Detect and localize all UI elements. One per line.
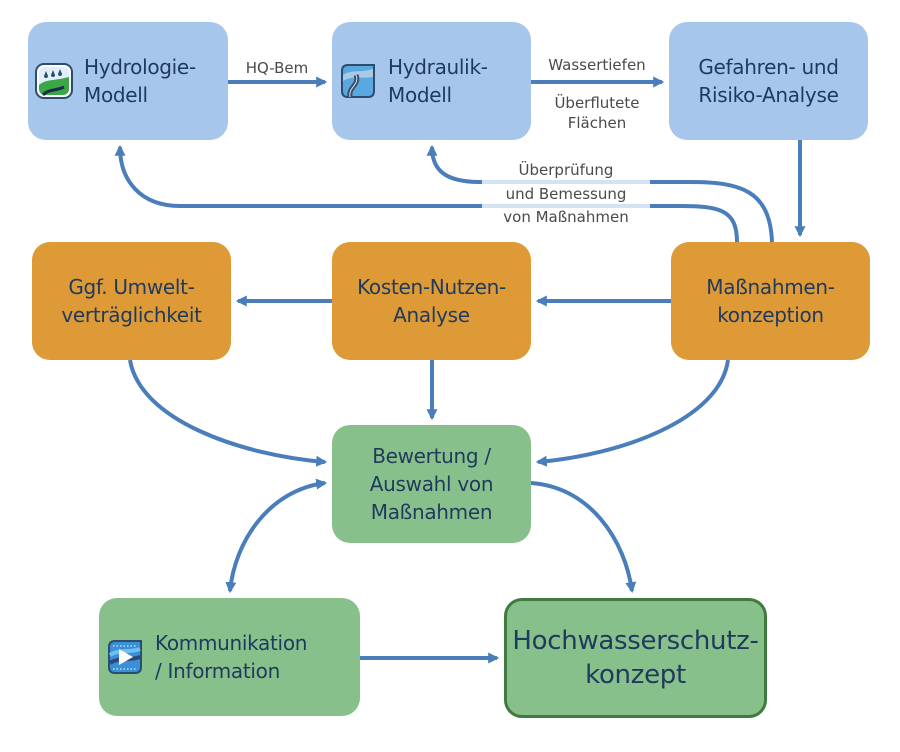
box-hydraulik-modell[interactable]: Hydraulik- Modell xyxy=(332,22,531,140)
label-flaechen: Flächen xyxy=(567,114,627,132)
kommunikation-line2: / Information xyxy=(155,659,280,683)
umwelt-line1: Ggf. Umwelt- xyxy=(68,275,195,299)
massnahmen-line2: konzeption xyxy=(717,303,824,327)
label-ueberflutete: Überflutete xyxy=(554,94,640,112)
hochwasser-line1: Hochwasserschutz- xyxy=(512,626,759,656)
arrow-bewertung-to-hochwasser xyxy=(530,481,637,594)
bewertung-line1: Bewertung / xyxy=(372,444,491,468)
hydrologie-line1: Hydrologie- xyxy=(84,55,196,79)
hydraulik-line2: Modell xyxy=(388,83,452,107)
arrow-massnahmen-to-bewertung xyxy=(535,359,730,467)
arrow-bewertung-kommunikation xyxy=(225,478,328,594)
label-und-bemessung: und Bemessung xyxy=(505,185,627,203)
bewertung-line2: Auswahl von xyxy=(369,472,494,496)
label-ueberpruefung: Überprüfung xyxy=(518,161,614,179)
box-hydrologie-modell[interactable]: Hydrologie- Modell xyxy=(28,22,228,140)
arrow-massnahmen-to-hydraulik xyxy=(426,144,774,243)
hydraulics-river-icon xyxy=(341,64,375,98)
hydraulik-line1: Hydraulik- xyxy=(388,55,488,79)
label-von-massnahmen: von Maßnahmen xyxy=(503,208,629,226)
box-kommunikation-information[interactable]: Kommunikation / Information xyxy=(99,598,360,716)
hydrologie-line2: Modell xyxy=(84,83,148,107)
communication-play-icon xyxy=(108,640,142,674)
label-wassertiefen: Wassertiefen xyxy=(548,56,646,74)
box-gefahren-risiko-analyse[interactable]: Gefahren- und Risiko-Analyse xyxy=(669,22,868,140)
arrow-massnahmen-to-hydrologie xyxy=(114,144,739,243)
umwelt-line2: verträglichkeit xyxy=(61,303,202,327)
box-umweltvertraeglichkeit[interactable]: Ggf. Umwelt- verträglichkeit xyxy=(32,242,231,360)
hochwasser-line2: konzept xyxy=(585,660,686,690)
arrow-umwelt-to-bewertung xyxy=(128,359,328,467)
kosten-line1: Kosten-Nutzen- xyxy=(357,275,506,299)
kosten-line2: Analyse xyxy=(393,303,470,327)
massnahmen-line1: Maßnahmen- xyxy=(706,275,835,299)
bewertung-line3: Maßnahmen xyxy=(370,500,493,524)
box-massnahmenkonzeption[interactable]: Maßnahmen- konzeption xyxy=(671,242,870,360)
kommunikation-line1: Kommunikation xyxy=(155,631,308,655)
box-hochwasserschutzkonzept[interactable]: Hochwasserschutz- konzept xyxy=(504,598,767,718)
label-hq-bem: HQ-Bem xyxy=(245,59,309,77)
box-kosten-nutzen-analyse[interactable]: Kosten-Nutzen- Analyse xyxy=(332,242,531,360)
gefahren-line1: Gefahren- und xyxy=(698,55,839,79)
hydrology-rain-landscape-icon xyxy=(35,63,73,99)
box-bewertung-auswahl[interactable]: Bewertung / Auswahl von Maßnahmen xyxy=(332,425,531,543)
gefahren-line2: Risiko-Analyse xyxy=(698,83,839,107)
